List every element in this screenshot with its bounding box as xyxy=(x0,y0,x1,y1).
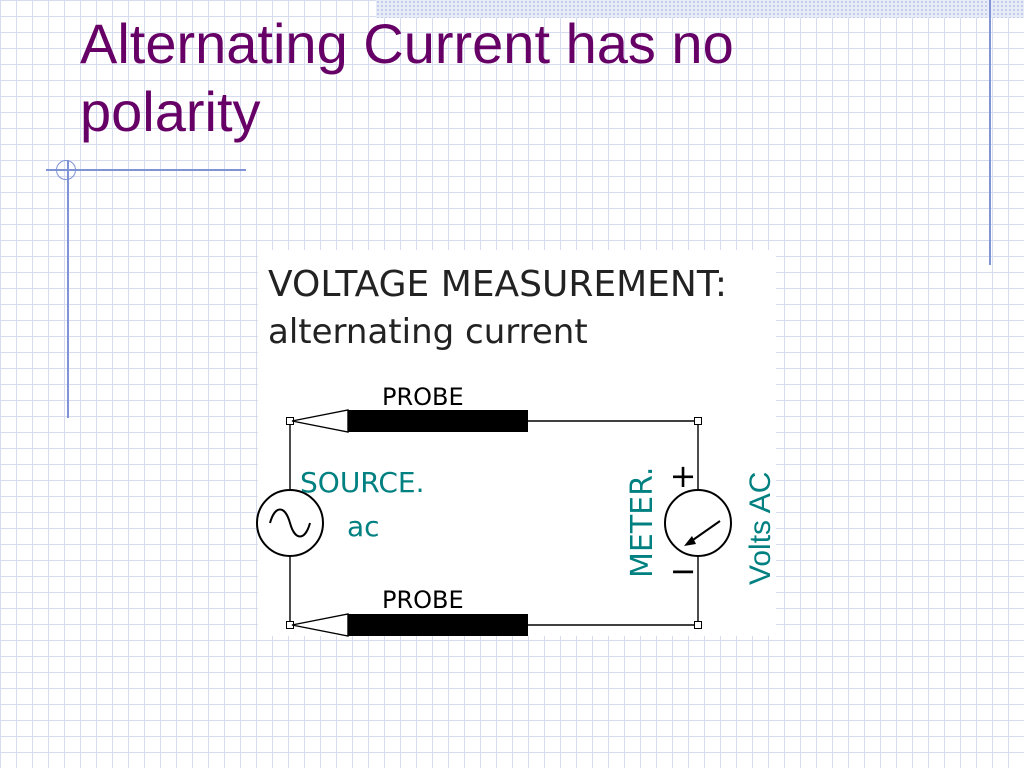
diagram-heading: VOLTAGE MEASUREMENT: xyxy=(268,264,727,305)
meter-label: METER. xyxy=(625,467,660,578)
bottom-probe-label: PROBE xyxy=(382,586,464,614)
left-horizontal-line xyxy=(46,169,246,171)
diagram-background xyxy=(258,250,776,636)
bottom-probe xyxy=(291,613,528,637)
slide-title-line-1: Alternating Current has no xyxy=(80,12,734,75)
meter-needle-arrowhead xyxy=(684,536,696,546)
meter-plus-sign: + xyxy=(670,457,697,495)
top-probe-label: PROBE xyxy=(382,383,464,411)
meter-minus-sign: − xyxy=(670,552,697,590)
ac-source-symbol xyxy=(256,489,324,557)
bottom-probe-body xyxy=(348,614,528,636)
meter-circle xyxy=(664,489,732,557)
left-vertical-line xyxy=(67,160,69,418)
voltmeter-symbol xyxy=(664,489,732,557)
diagram-subheading: alternating current xyxy=(268,312,588,352)
meter-reading-label: Volts AC xyxy=(744,472,777,585)
source-label: SOURCE. xyxy=(300,466,425,499)
top-decorative-band xyxy=(376,0,1024,18)
sine-wave-icon xyxy=(269,508,311,538)
terminal-top-right xyxy=(694,417,702,425)
corner-circle-ornament xyxy=(56,160,76,180)
terminal-bottom-right xyxy=(694,621,702,629)
right-vertical-line xyxy=(989,0,991,265)
top-probe-body xyxy=(348,410,528,432)
meter-needle xyxy=(689,520,721,543)
top-probe xyxy=(291,409,528,433)
slide-title-line-2: polarity xyxy=(80,80,261,143)
slide-title: Alternating Current has no polarity xyxy=(80,10,980,146)
source-type-label: ac xyxy=(347,510,380,543)
circuit-wires xyxy=(289,420,699,626)
